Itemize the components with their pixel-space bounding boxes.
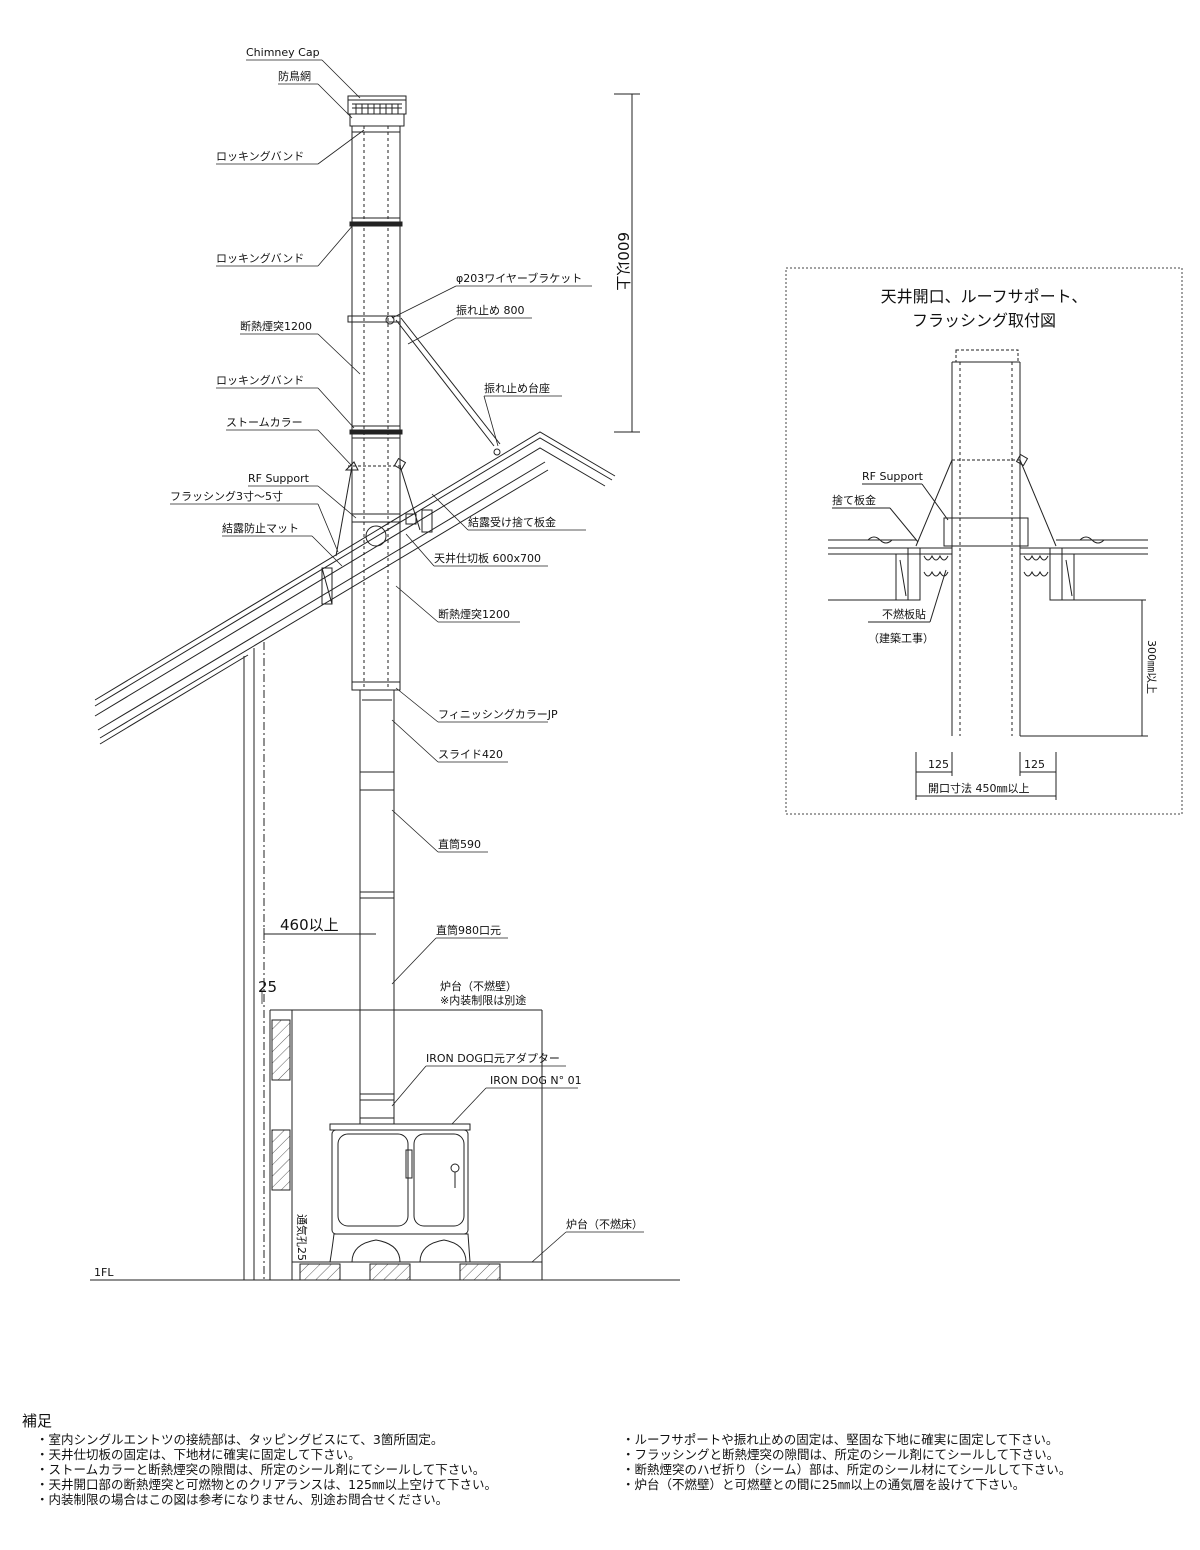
label-sway-base: 振れ止め台座 [484,381,550,395]
detail-dim-right: 125 [1024,758,1045,771]
label-chimney-cap: Chimney Cap [246,46,320,59]
label-finishing-collar: フィニッシングカラーJP [438,707,558,721]
note-item: ・断熱煙突のハゼ折り（シーム）部は、所定のシール材にてシールして下さい。 [622,1462,1072,1477]
detail-geometry [828,349,1148,800]
note-item: ・フラッシングと断熱煙突の隙間は、所定のシール剤にてシールして下さい。 [622,1447,1060,1462]
dim-wall-clearance: 460以上 [280,916,339,934]
label-ceiling-plate: 天井仕切板 600x700 [434,551,541,565]
label-bird-net: 防鳥網 [278,69,311,83]
height-dimension [614,93,640,433]
detail-title-line1: 天井開口、ルーフサポート、 [881,287,1088,306]
hearth-wall [269,1009,543,1280]
main-labels: Chimney Cap 防鳥網 ロッキングバンド ロッキングバンド φ203ワイ… [94,46,643,1279]
note-item: ・天井開口部の断熱煙突と可燃物とのクリアランスは、125㎜以上空けて下さい。 [36,1477,497,1492]
detail-label-construction: （建築工事） [868,631,934,645]
note-item: ・内装制限の場合はこの図は参考になりません、別途お問合せください。 [36,1492,449,1507]
detail-label-noncombustible-board: 不燃板貼 [882,607,926,621]
combustible-wall [243,642,265,1280]
dim-height-above-roof: 600以上 [614,232,632,291]
single-wall-flue [359,690,395,1120]
note-item: ・炉台（不燃壁）と可燃壁との間に25㎜以上の通気層を設けて下さい。 [622,1477,1026,1492]
note-item: ・ルーフサポートや振れ止めの固定は、堅固な下地に確実に固定して下さい。 [622,1432,1059,1447]
notes-title: 補足 [22,1412,53,1430]
detail-dim-left: 125 [928,758,949,771]
label-rf-support: RF Support [248,472,310,485]
label-slide: スライド420 [438,748,503,761]
label-hearth-wall: 炉台（不燃壁） [440,979,517,993]
label-locking-band: ロッキングバンド [216,373,304,387]
label-hearth-floor: 炉台（不燃床） [566,1217,643,1231]
label-vent-hole: 通気孔25 [295,1214,309,1261]
label-sway-stopper: 振れ止め 800 [456,303,525,317]
label-floor-level: 1FL [94,1266,114,1279]
detail-panel: 天井開口、ルーフサポート、 フラッシング取付図 [785,267,1183,815]
label-stove: IRON DOG N° 01 [490,1074,582,1087]
clearance-dimension [263,928,376,940]
label-flashing: フラッシング3寸～5寸 [170,489,283,503]
label-locking-band: ロッキングバンド [216,149,304,163]
note-item: ・室内シングルエントツの接続部は、タッピングビスにて、3箇所固定。 [36,1432,444,1447]
notes-left: ・室内シングルエントツの接続部は、タッピングビスにて、3箇所固定。 ・天井仕切板… [36,1432,497,1507]
detail-dim-clear-height: 300㎜以上 [1145,640,1158,694]
finishing-collar [351,681,401,691]
label-condensation-mat: 結露防止マット [222,521,299,535]
note-item: ・天井仕切板の固定は、下地材に確実に固定して下さい。 [36,1447,361,1462]
label-insulated-flue-lower: 断熱煙突1200 [438,607,510,621]
detail-frame [785,267,1183,815]
label-locking-band: ロッキングバンド [216,251,304,265]
label-interior-note: ※内装制限は別途 [440,993,526,1007]
detail-dim-opening: 開口寸法 450㎜以上 [928,781,1030,795]
roof-structure [94,431,616,745]
main-elevation [90,59,680,1281]
label-wire-bracket: φ203ワイヤーブラケット [456,271,582,285]
label-straight-980: 直筒980口元 [436,923,501,937]
label-condensation-plate: 結露受け捨て板金 [468,515,556,529]
label-straight-590: 直筒590 [438,837,481,851]
notes-right: ・ルーフサポートや振れ止めの固定は、堅固な下地に確実に固定して下さい。 ・フラッ… [622,1432,1071,1492]
detail-label-sacrificial-plate: 捨て板金 [832,493,876,507]
note-item: ・ストームカラーと断熱煙突の隙間は、所定のシール剤にてシールして下さい。 [36,1462,486,1477]
wood-stove [329,1117,471,1263]
detail-label-rf-support: RF Support [862,470,924,483]
insulated-flue-upper [335,125,421,690]
detail-title-line2: フラッシング取付図 [912,311,1056,330]
chimney-cap [347,95,407,127]
label-storm-collar: ストームカラー [226,416,303,429]
leader-lines [170,59,644,1263]
label-insulated-flue-upper: 断熱煙突1200 [240,319,312,333]
hearth-floor [90,1261,680,1281]
dim-air-gap: 25 [258,978,277,996]
label-adapter: IRON DOG口元アダプター [426,1051,560,1065]
